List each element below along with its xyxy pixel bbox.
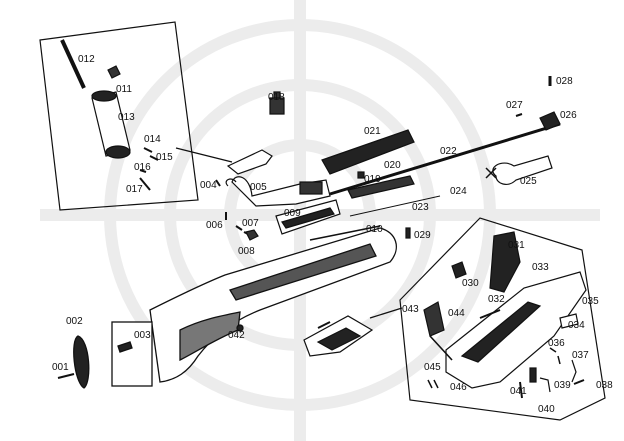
part-label-005: 005: [250, 182, 267, 193]
bolt-spring: [139, 177, 151, 191]
op-rod-spring-guide: [309, 225, 381, 241]
part-label-040: 040: [538, 404, 555, 415]
trigger-group-outline: [399, 217, 606, 421]
part-label-028: 028: [556, 76, 573, 87]
part-label-001: 001: [52, 362, 69, 373]
part-label-011: 011: [116, 84, 132, 95]
part-label-017: 017: [126, 184, 143, 195]
part-label-007: 007: [242, 218, 259, 229]
part-label-018: 018: [268, 92, 285, 103]
part-label-021: 021: [364, 126, 381, 137]
part-label-004: 004: [200, 180, 217, 191]
muzzle: [539, 111, 561, 131]
part-label-022: 022: [440, 146, 457, 157]
bolt-parts: [60, 39, 159, 191]
part-label-038: 038: [596, 380, 613, 391]
part-label-036: 036: [548, 338, 565, 349]
part-label-008: 008: [238, 246, 255, 257]
part-label-029: 029: [414, 230, 431, 241]
bolt-pin: [139, 169, 147, 173]
part-label-027: 027: [506, 100, 523, 111]
small-pin-a: [515, 113, 523, 117]
ejector: [149, 155, 159, 161]
part-label-016: 016: [134, 162, 151, 173]
receiver-parts: [215, 76, 561, 241]
part-label-033: 033: [532, 262, 549, 273]
part-label-037: 037: [572, 350, 589, 361]
part-label-009: 009: [284, 208, 301, 219]
part-label-035: 035: [582, 296, 599, 307]
gas-cylinder-part: [347, 175, 415, 199]
spacer: [405, 227, 411, 239]
part-label-002: 002: [66, 316, 83, 327]
part-label-023: 023: [412, 202, 429, 213]
part-label-024: 024: [450, 186, 467, 197]
rear-sight: [269, 91, 285, 115]
part-label-015: 015: [156, 152, 173, 163]
part-label-041: 041: [510, 386, 527, 397]
part-label-012: 012: [78, 54, 95, 65]
part-label-003: 003: [134, 330, 151, 341]
part-label-013: 013: [118, 112, 135, 123]
bolt-group-outline: [39, 21, 199, 211]
handguard: [321, 129, 415, 175]
sling-swivel: [485, 167, 497, 179]
sear-spring: [571, 359, 577, 383]
stock-ferrule: [236, 324, 244, 332]
trigger: [529, 367, 537, 383]
extractor: [107, 65, 121, 79]
part-label-006: 006: [206, 220, 223, 231]
part-label-030: 030: [462, 278, 479, 289]
ejector-spring: [143, 147, 153, 153]
part-label-044: 044: [448, 308, 465, 319]
part-label-032: 032: [488, 294, 505, 305]
trigger-pin: [479, 309, 501, 319]
part-label-026: 026: [560, 110, 577, 121]
buttstock-plate: [111, 321, 153, 387]
part-label-020: 020: [384, 160, 401, 171]
part-label-042: 042: [228, 330, 245, 341]
butt-plate: [73, 335, 90, 389]
recoil-spring: [349, 195, 441, 217]
part-label-043: 043: [402, 304, 419, 315]
part-label-019: 019: [364, 174, 381, 185]
magazine: [489, 231, 521, 293]
part-label-031: 031: [508, 240, 525, 251]
part-label-014: 014: [144, 134, 161, 145]
butt-screw: [57, 373, 75, 379]
operating-slide: [226, 149, 273, 175]
gas-piston: [357, 171, 365, 179]
magazine-catch: [451, 261, 467, 279]
bolt-group-leader: [175, 147, 233, 163]
lower-band-parts: [303, 315, 374, 357]
sear: [539, 377, 551, 393]
barrel: [329, 122, 561, 196]
hammer-spring: [429, 335, 453, 361]
safety: [559, 313, 579, 329]
hammer: [423, 301, 445, 337]
trigger-group-leader: [369, 307, 403, 319]
firing-pin: [60, 39, 86, 89]
part-label-034: 034: [568, 320, 585, 331]
part-label-010: 010: [366, 224, 383, 235]
part-label-039: 039: [554, 380, 571, 391]
trigger-parts: [423, 231, 587, 399]
barrel-band: [492, 155, 553, 185]
part-label-045: 045: [424, 362, 441, 373]
part-label-046: 046: [450, 382, 467, 393]
stock: [57, 227, 397, 389]
part-label-025: 025: [520, 176, 537, 187]
